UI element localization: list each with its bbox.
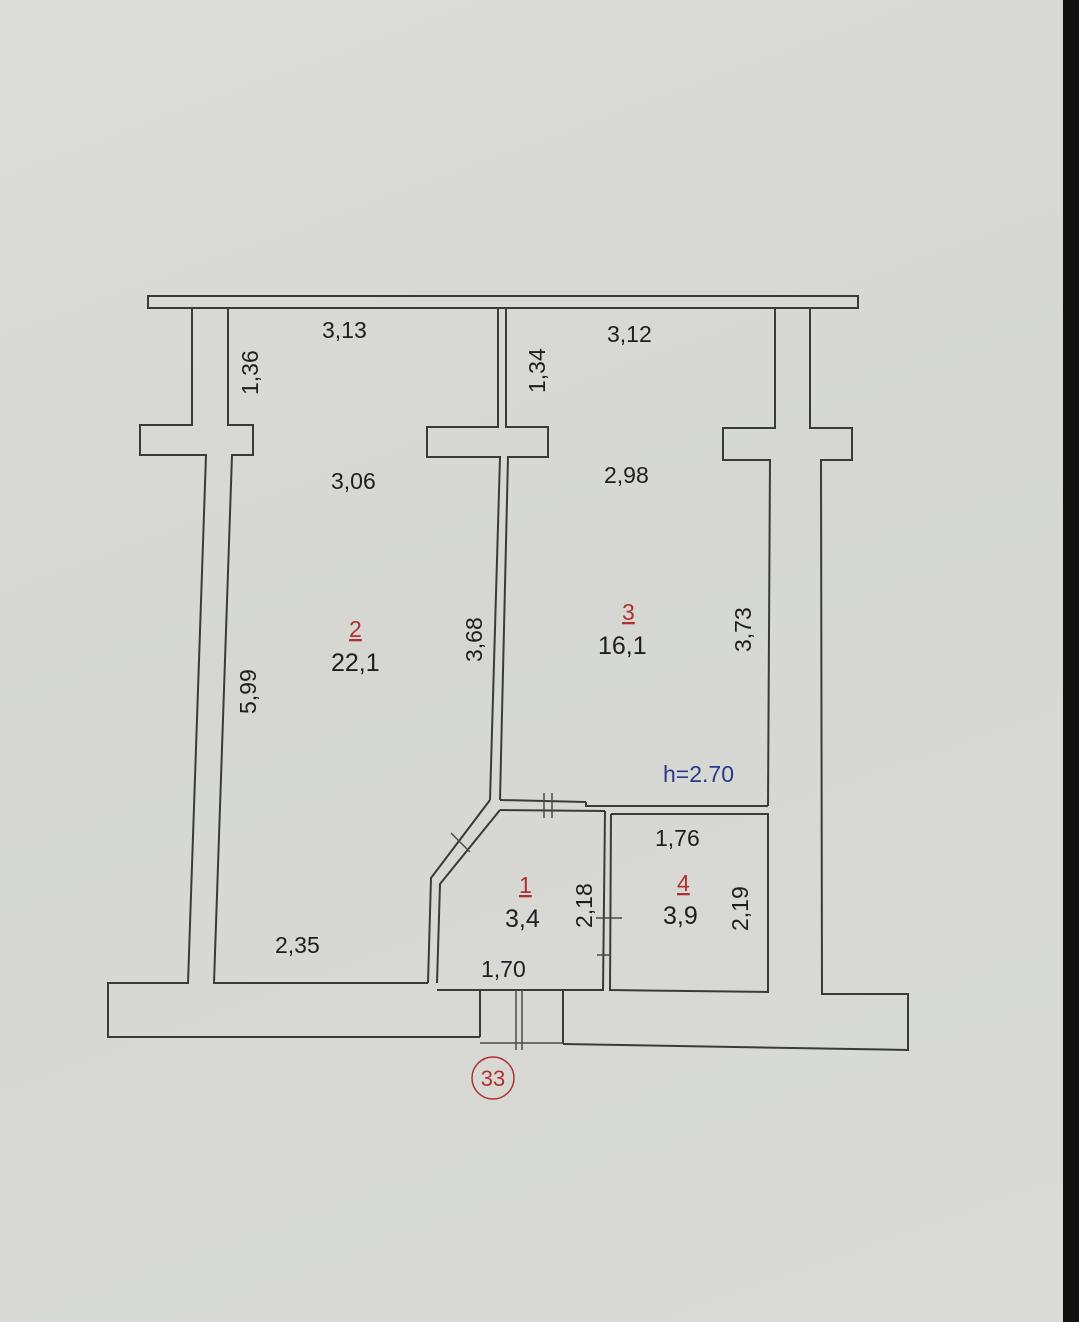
dim-room4-top: 1,76 [655,825,700,851]
dim-room3-right: 3,73 [730,607,756,652]
room3-bottom-wall [499,799,587,803]
room-area-2: 22,1 [331,649,380,677]
room-area-1: 3,4 [505,905,540,933]
room-number-3: 3 [622,599,635,625]
balcony-slab [147,295,859,309]
dim-room2-right: 3,68 [461,617,487,662]
room1-right-wall [437,810,606,991]
dim-room2-bottom: 2,35 [275,932,320,958]
corridor-diagonal-wall [427,799,491,984]
apartment-number: 33 [481,1066,505,1091]
dim-room2-top: 3,13 [322,317,367,343]
middle-wall-right [499,308,549,801]
dim-room4-side: 2,19 [727,886,753,931]
left-wall-outer [107,308,480,1038]
room3-bottom-wall-right [585,802,768,807]
ceiling-height: h=2.70 [663,761,734,787]
dim-room3-mid: 2,98 [604,462,649,488]
room-area-3: 16,1 [598,632,647,660]
dim-room1-bottom: 1,70 [481,956,526,982]
dim-room3-pier: 1,34 [524,348,550,393]
right-wall-outer [562,308,909,1052]
dim-room3-top: 3,12 [607,321,652,347]
door-mark-room1 [450,832,471,853]
room-area-4: 3,9 [663,902,698,930]
dim-room2-mid: 3,06 [331,468,376,494]
room-number-1: 1 [519,872,532,898]
dim-room2-left: 5,99 [235,669,261,714]
room4-box [608,813,769,994]
scan-edge [1063,0,1079,1322]
dim-room1-side: 2,18 [571,883,597,928]
left-wall-inner [212,308,428,984]
room-number-4: 4 [677,870,690,896]
right-wall-inner [722,308,776,807]
middle-wall-left [426,308,502,801]
room-number-2: 2 [349,616,362,642]
corridor-diagonal-wall-inner [436,809,501,984]
dim-room2-pier: 1,36 [237,350,263,395]
apartment-badge-circle [471,1056,515,1100]
